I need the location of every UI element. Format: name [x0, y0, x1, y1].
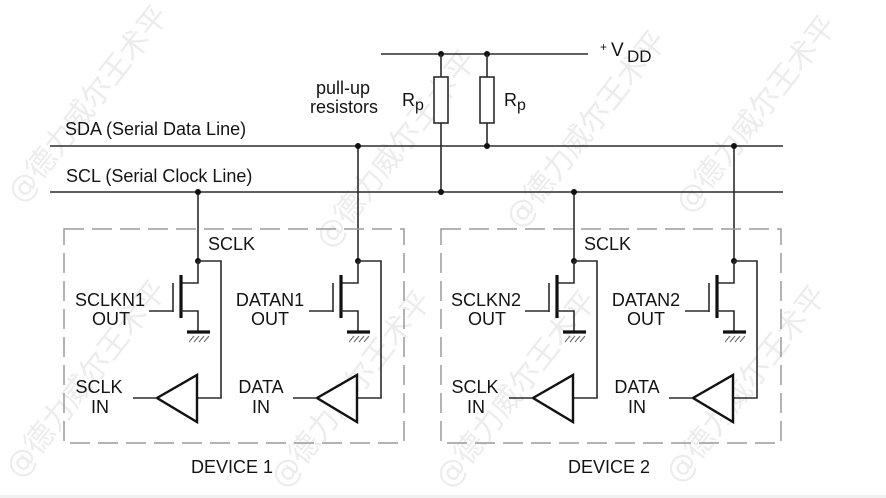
sda-label: SDA (Serial Data Line) — [65, 119, 246, 139]
junction-dot — [355, 143, 361, 149]
pullup-label-line2: resistors — [310, 97, 378, 117]
junction-dot — [484, 143, 490, 149]
drain-wire — [557, 261, 575, 284]
resistor-scl: Rp — [402, 54, 449, 192]
sclk-node-label: SCLK — [584, 234, 631, 254]
drain-wire — [181, 261, 199, 284]
source-wire — [557, 310, 575, 332]
resistor-label: Rp — [402, 90, 424, 114]
data-out-label-line1: DATAN1 — [236, 290, 304, 310]
clock-output-transistor — [133, 258, 222, 425]
source-wire — [717, 310, 735, 332]
gate-wire — [685, 283, 710, 312]
clk-out-label-line1: SCLKN2 — [451, 290, 521, 310]
input-buffer-icon — [530, 372, 575, 425]
junction-dot — [731, 143, 737, 149]
clk-in-label-line2: IN — [467, 397, 485, 417]
drain-wire — [341, 261, 359, 284]
input-buffer-icon — [314, 372, 359, 425]
clk-in-label-line2: IN — [91, 397, 109, 417]
ground-hatch-icon — [348, 335, 370, 343]
device-name: DEVICE 1 — [191, 457, 273, 477]
device-2: SCLK SCLKN2 OUT SCLK IN — [440, 228, 782, 477]
ground-hatch-icon — [564, 335, 586, 343]
resistor-label: Rp — [504, 90, 526, 114]
clk-out-label-line2: OUT — [468, 309, 506, 329]
data-in-label-line2: IN — [628, 397, 646, 417]
clk-in-label-line1: SCLK — [75, 377, 122, 397]
pullup-label-line1: pull-up — [316, 78, 370, 98]
resistor-body — [479, 76, 495, 124]
drain-wire — [717, 261, 735, 284]
data-out-label-line1: DATAN2 — [612, 290, 680, 310]
data-output-transistor — [669, 258, 758, 425]
resistor-body — [433, 76, 449, 124]
resistor-r: R — [402, 90, 415, 110]
clock-output-transistor — [509, 258, 598, 425]
gate-wire — [525, 283, 550, 312]
data-in-label-line2: IN — [252, 397, 270, 417]
feedback-wire — [573, 260, 598, 399]
gate-wire — [309, 283, 334, 312]
feedback-wire — [197, 260, 222, 399]
watermark: @德力威尔王术平 — [669, 9, 844, 220]
clk-out-label-line2: OUT — [92, 309, 130, 329]
vdd-subscript: DD — [627, 47, 652, 66]
junction-dot — [195, 189, 201, 195]
vdd-plus: + — [600, 40, 607, 54]
clk-out-label-line1: SCLKN1 — [75, 290, 145, 310]
resistor-subscript: p — [517, 97, 526, 114]
data-in-label-line1: DATA — [614, 377, 659, 397]
source-wire — [341, 310, 359, 332]
device-boundary — [63, 228, 405, 444]
input-buffer-icon — [154, 372, 199, 425]
vdd-v: V — [611, 40, 624, 61]
feedback-wire — [357, 260, 382, 399]
bottom-edge — [0, 495, 886, 498]
feedback-wire — [733, 260, 758, 399]
watermark-layer: @德力威尔王术平 @德力威尔王术平 @德力威尔王术平 @德力威尔王术平 @德力威… — [0, 0, 844, 495]
ground-hatch-icon — [188, 335, 210, 343]
watermark: @德力威尔王术平 — [309, 44, 484, 255]
clk-in-label-line1: SCLK — [451, 377, 498, 397]
resistor-sda: Rp — [479, 54, 526, 146]
ground-hatch-icon — [724, 335, 746, 343]
junction-dot — [571, 189, 577, 195]
device-1: SCLK SCLKN1 OUT SCLK IN — [63, 228, 405, 477]
source-wire — [181, 310, 199, 332]
data-out-label-line2: OUT — [251, 309, 289, 329]
input-buffer-icon — [690, 372, 735, 425]
data-output-transistor — [293, 258, 382, 425]
junction-dot — [438, 189, 444, 195]
resistor-r: R — [504, 90, 517, 110]
device-name: DEVICE 2 — [568, 457, 650, 477]
gate-wire — [149, 283, 174, 312]
scl-label: SCL (Serial Clock Line) — [66, 166, 252, 186]
resistor-subscript: p — [415, 97, 424, 114]
data-out-label-line2: OUT — [627, 309, 665, 329]
data-in-label-line1: DATA — [238, 377, 283, 397]
sclk-node-label: SCLK — [208, 234, 255, 254]
device-boundary — [440, 228, 782, 444]
